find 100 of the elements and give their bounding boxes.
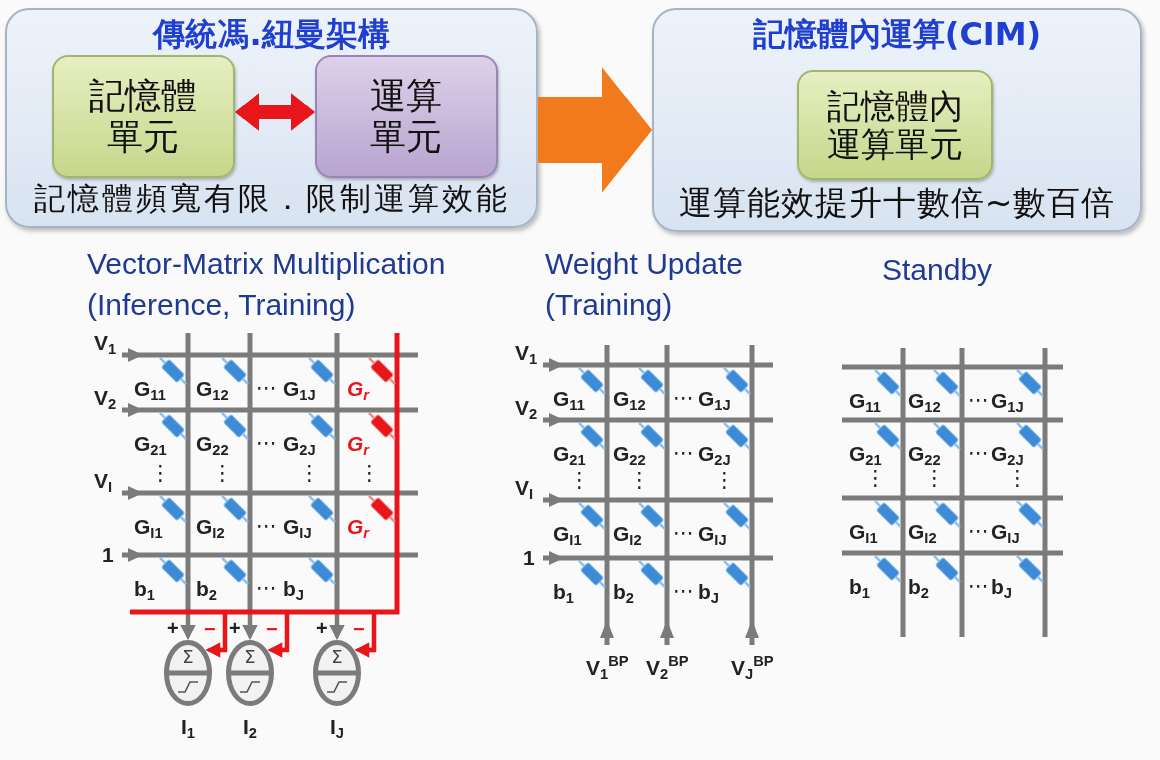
conductance-label: G$_{2J}$ xyxy=(698,441,731,467)
ellipsis-text: ⋯ xyxy=(673,521,694,547)
output-label: I$_{2}$ xyxy=(243,714,257,740)
ellipsis-text: ⋮ xyxy=(924,466,945,492)
conductance-label: G$_{12}$ xyxy=(613,386,646,412)
mode-title: Weight Update (Training) xyxy=(545,246,744,323)
panel-caption: 記憶體頻寬有限．限制運算效能 xyxy=(33,181,510,217)
ellipsis-text: ⋯ xyxy=(673,386,694,412)
conductance-label: G$_{I2}$ xyxy=(613,521,642,547)
arrow xyxy=(205,612,228,658)
neuron-circle xyxy=(164,640,212,706)
ellipsis-text: ⋯ xyxy=(968,388,989,414)
bias-input-label: 1 xyxy=(523,545,535,571)
output-label: I$_{J}$ xyxy=(330,714,344,740)
reference-conductance-label: G$_{r}$ xyxy=(347,376,370,402)
conductance-label: G$_{I1}$ xyxy=(849,519,878,545)
ellipsis-text: ⋮ xyxy=(212,461,233,487)
bias-label: b$_{J}$ xyxy=(991,574,1012,600)
conductance-label: G$_{2J}$ xyxy=(991,441,1024,467)
arrow xyxy=(242,612,258,640)
bias-label: b$_{J}$ xyxy=(698,579,719,605)
unit-box xyxy=(315,55,498,178)
sum-symbol: Σ xyxy=(244,648,256,666)
ellipsis-text: ⋮ xyxy=(714,468,735,494)
input-voltage-label: V$_{1}$ xyxy=(515,340,538,366)
reference-conductance-label: G$_{r}$ xyxy=(347,514,370,540)
conductance-label: G$_{1J}$ xyxy=(283,376,316,402)
conductance-label: G$_{12}$ xyxy=(196,376,229,402)
ellipsis-text: ⋮ xyxy=(1007,466,1028,492)
unit-label: 記憶體單元 xyxy=(88,76,199,157)
ellipsis-text: ⋮ xyxy=(629,468,650,494)
input-voltage-label: V$_{I}$ xyxy=(94,468,113,494)
sum-symbol: Σ xyxy=(182,648,194,666)
sum-symbol: Σ xyxy=(331,648,343,666)
unit-box xyxy=(797,70,993,180)
conductance-label: G$_{2J}$ xyxy=(283,431,316,457)
bias-input-label: 1 xyxy=(102,542,114,568)
unit-label: 記憶體內運算單元 xyxy=(826,86,964,164)
ellipsis-text: ⋯ xyxy=(256,514,277,540)
bias-label: b$_{2}$ xyxy=(613,579,634,605)
conductance-label: G$_{I2}$ xyxy=(196,514,225,540)
neuron-circle xyxy=(226,640,274,706)
double-arrow xyxy=(235,93,315,131)
arrow xyxy=(267,612,290,658)
bias-label: b$_{1}$ xyxy=(553,579,574,605)
ellipsis-text: ⋮ xyxy=(299,461,320,487)
ellipsis-text: ⋯ xyxy=(968,519,989,545)
conductance-label: G$_{11}$ xyxy=(553,386,585,412)
panel-title: 記憶體內運算(CIM) xyxy=(752,16,1042,53)
arrow xyxy=(354,612,377,658)
ellipsis-text: ⋯ xyxy=(256,376,277,402)
conductance-label: G$_{I1}$ xyxy=(134,514,163,540)
bias-label: b$_{J}$ xyxy=(283,576,304,602)
input-voltage-label: V$_{1}$ xyxy=(94,330,117,356)
unit-box xyxy=(52,55,235,178)
input-voltage-label: V$_{I}$ xyxy=(515,475,534,501)
conductance-label: G$_{I2}$ xyxy=(908,519,937,545)
ellipsis-text: ⋮ xyxy=(359,461,380,487)
ellipsis-text: ⋯ xyxy=(968,441,989,467)
output-label: I$_{1}$ xyxy=(181,714,195,740)
conductance-label: G$_{IJ}$ xyxy=(698,521,727,547)
conductance-label: G$_{IJ}$ xyxy=(991,519,1020,545)
panel xyxy=(5,8,538,228)
input-voltage-label: V$_{2}$ xyxy=(94,385,117,411)
reference-conductance-label: G$_{r}$ xyxy=(347,431,370,457)
mode-title: Standby xyxy=(882,252,994,288)
panel-caption: 運算能效提升十數倍~數百倍 xyxy=(678,184,1116,222)
ellipsis-text: ⋯ xyxy=(256,431,277,457)
conductance-label: G$_{1J}$ xyxy=(698,386,731,412)
bias-label: b$_{1}$ xyxy=(134,576,155,602)
neuron-circle xyxy=(313,640,361,706)
panel xyxy=(652,8,1142,232)
ellipsis-text: ⋮ xyxy=(865,466,886,492)
bias-label: b$_{2}$ xyxy=(908,574,929,600)
conductance-label: G$_{22}$ xyxy=(196,431,229,457)
conductance-label: G$_{1J}$ xyxy=(991,388,1024,414)
ellipsis-text: ⋮ xyxy=(569,468,590,494)
conductance-label: G$_{21}$ xyxy=(553,441,586,467)
arrow xyxy=(180,612,196,640)
conductance-label: G$_{22}$ xyxy=(908,441,941,467)
ellipsis-text: ⋯ xyxy=(673,441,694,467)
conductance-label: G$_{12}$ xyxy=(908,388,941,414)
conductance-label: G$_{11}$ xyxy=(849,388,881,414)
ellipsis-text: ⋯ xyxy=(968,574,989,600)
block-arrow xyxy=(538,67,652,193)
bias-label: b$_{2}$ xyxy=(196,576,217,602)
panel-title: 傳統馮.紐曼架構 xyxy=(153,16,390,53)
conductance-label: G$_{IJ}$ xyxy=(283,514,312,540)
bias-label: b$_{1}$ xyxy=(849,574,870,600)
conductance-label: G$_{I1}$ xyxy=(553,521,582,547)
unit-label: 運算單元 xyxy=(369,76,444,157)
conductance-label: G$_{21}$ xyxy=(134,431,167,457)
arrow xyxy=(329,612,345,640)
conductance-label: G$_{22}$ xyxy=(613,441,646,467)
conductance-label: G$_{11}$ xyxy=(134,376,166,402)
ellipsis-text: ⋯ xyxy=(256,576,277,602)
mode-title: Vector-Matrix Multiplication (Inference, Training) xyxy=(87,246,447,323)
ellipsis-text: ⋮ xyxy=(150,461,171,487)
input-voltage-label: V$_{2}$ xyxy=(515,395,538,421)
conductance-label: G$_{21}$ xyxy=(849,441,882,467)
